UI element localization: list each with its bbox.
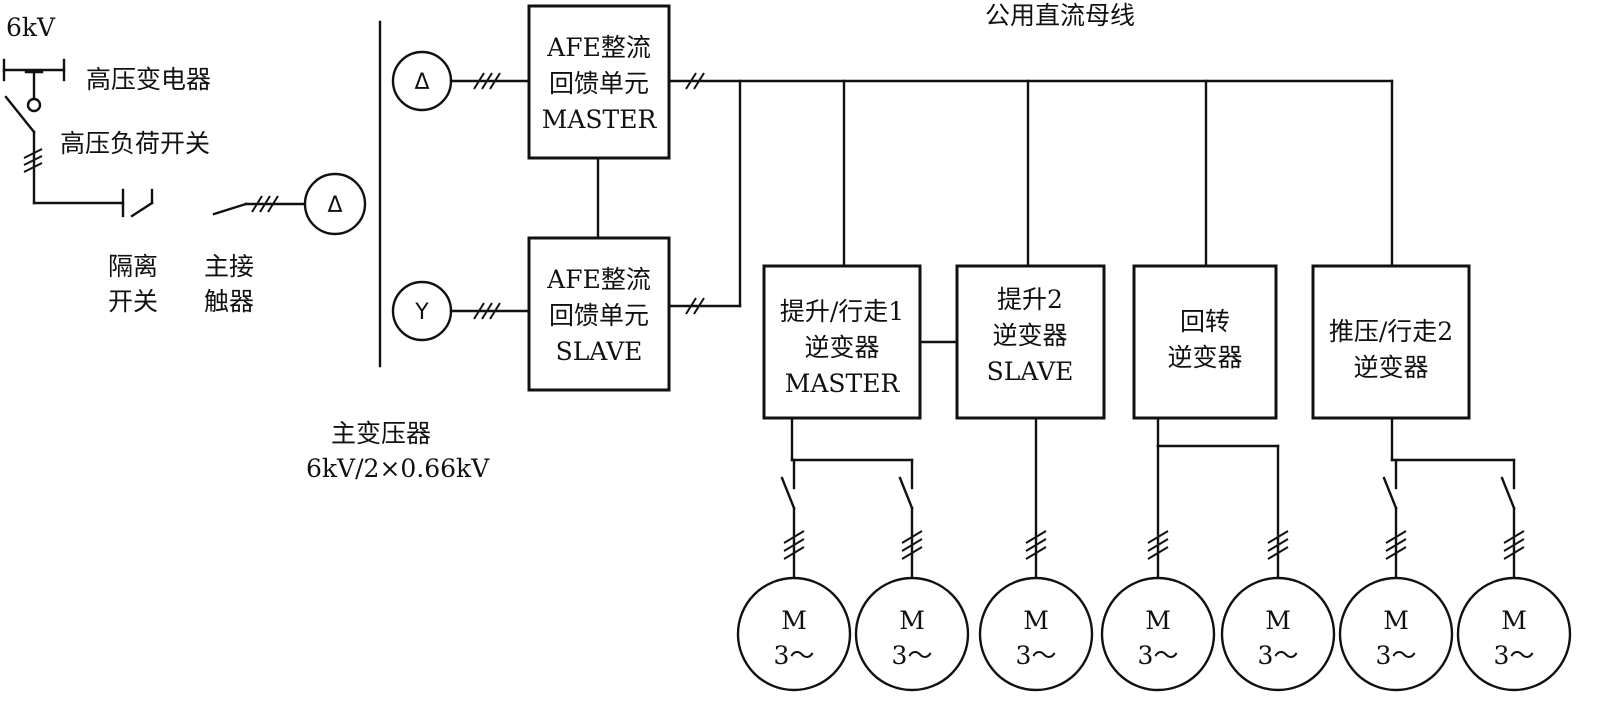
svg-text:提升/行走1: 提升/行走1	[780, 297, 904, 326]
motor-label-m: M	[1501, 606, 1527, 635]
svg-text:推压/行走2: 推压/行走2	[1329, 317, 1453, 346]
wye-symbol: Y	[414, 300, 429, 325]
afe-unit-slave: AFE整流 回馈单元 SLAVE	[527, 236, 671, 392]
main-contactor-label-1: 主接	[204, 252, 254, 281]
svg-text:SLAVE: SLAVE	[987, 357, 1074, 386]
motor-circle-7	[1456, 576, 1572, 692]
hv-feeder-line	[32, 188, 307, 218]
delta-symbol: Δ	[327, 193, 342, 218]
motor-label-3phase: 3～	[1258, 641, 1299, 670]
svg-text:回馈单元: 回馈单元	[549, 301, 649, 330]
svg-text:AFE整流: AFE整流	[546, 33, 651, 62]
motor-label-3phase: 3～	[892, 641, 933, 670]
isolation-switch-label-1: 隔离	[108, 252, 158, 281]
motor-label-m: M	[781, 606, 807, 635]
svg-text:逆变器: 逆变器	[992, 321, 1067, 350]
svg-text:MASTER: MASTER	[785, 369, 901, 398]
motor-label-m: M	[1265, 606, 1291, 635]
motor-circle-2	[854, 576, 970, 692]
inverter-lift-2-slave: 提升2 逆变器 SLAVE	[955, 264, 1106, 420]
motor-label-3phase: 3～	[1376, 641, 1417, 670]
main-transformer-label: 主变压器	[331, 419, 431, 448]
hv-load-switch	[4, 95, 43, 205]
motor-circle-6	[1338, 576, 1454, 692]
motor-label-3phase: 3～	[774, 641, 815, 670]
svg-text:提升2: 提升2	[997, 285, 1063, 314]
inverter-crowd-travel-2: 推压/行走2 逆变器	[1311, 264, 1471, 420]
isolation-switch-label-2: 开关	[108, 287, 158, 316]
motor-circle-4	[1100, 576, 1216, 692]
svg-text:逆变器: 逆变器	[1353, 353, 1428, 382]
motor-label-3phase: 3～	[1016, 641, 1057, 670]
svg-text:回馈单元: 回馈单元	[549, 69, 649, 98]
motor-label-m: M	[1023, 606, 1049, 635]
dc-bus	[667, 72, 1394, 315]
inverter-lift-travel-1-master: 提升/行走1 逆变器 MASTER	[762, 264, 922, 420]
main-contactor-label-2: 触器	[204, 287, 254, 316]
delta-symbol: Δ	[414, 70, 429, 95]
hv-transformer-label: 高压变电器	[86, 65, 211, 94]
svg-text:SLAVE: SLAVE	[556, 337, 643, 366]
secondary-wye-winding: Y	[391, 280, 532, 342]
source-voltage-label: 6kV	[6, 13, 56, 42]
secondary-delta-winding: Δ	[391, 50, 532, 112]
dc-bus-label: 公用直流母线	[985, 1, 1135, 30]
motor-circle-5	[1220, 576, 1336, 692]
hv-primary-delta-winding: Δ	[303, 172, 367, 236]
motor-label-m: M	[1145, 606, 1171, 635]
motor-feeders: M 3～ M 3～ M 3～ M 3～ M 3～ M 3～ M 3～	[736, 416, 1572, 692]
svg-text:MASTER: MASTER	[542, 105, 658, 134]
svg-text:逆变器: 逆变器	[804, 333, 879, 362]
inverter-swing: 回转 逆变器	[1132, 264, 1278, 420]
motor-label-3phase: 3～	[1494, 641, 1535, 670]
motor-label-3phase: 3～	[1138, 641, 1179, 670]
afe-unit-master: AFE整流 回馈单元 MASTER	[527, 4, 671, 160]
hv-substation-symbol	[2, 58, 66, 113]
motor-circle-1	[736, 576, 852, 692]
motor-circle-3	[978, 576, 1094, 692]
svg-text:逆变器: 逆变器	[1167, 343, 1242, 372]
main-transformer-rating: 6kV/2×0.66kV	[306, 454, 490, 483]
motor-label-m: M	[899, 606, 925, 635]
hv-load-switch-label: 高压负荷开关	[60, 129, 210, 158]
svg-text:AFE整流: AFE整流	[546, 265, 651, 294]
svg-text:回转: 回转	[1180, 307, 1230, 336]
motor-label-m: M	[1383, 606, 1409, 635]
